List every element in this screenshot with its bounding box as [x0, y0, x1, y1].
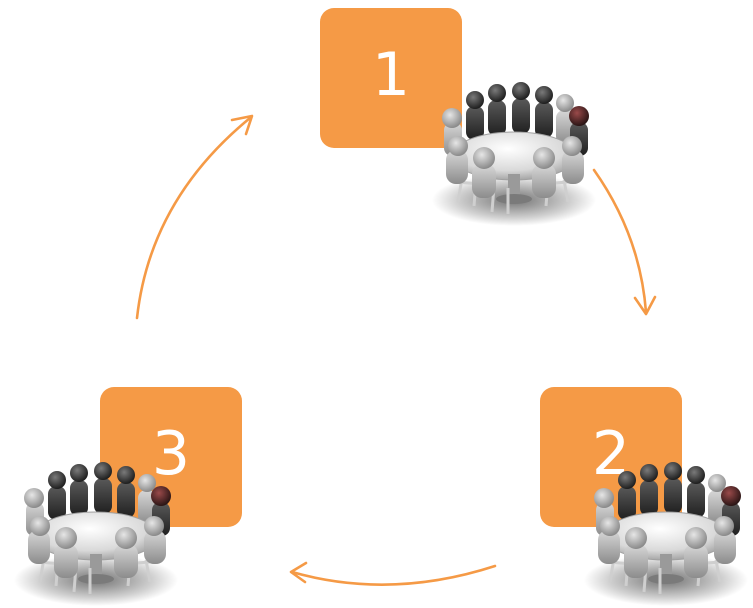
- round-table-meeting-icon: [12, 460, 180, 608]
- step-1-number: 1: [371, 40, 411, 110]
- round-table-meeting-icon: [582, 460, 750, 608]
- step-3-number: 3: [151, 419, 191, 489]
- arrow-3-to-1-icon: [135, 116, 252, 320]
- arrow-1-to-2-icon: [592, 168, 648, 314]
- arrow-3-to-1-head-icon: [230, 114, 254, 136]
- round-table-meeting-icon: [430, 80, 598, 228]
- arrow-1-to-2-head-icon: [633, 295, 657, 316]
- arrow-2-to-3-icon: [290, 564, 497, 586]
- arrow-2-to-3-head-icon: [289, 561, 308, 584]
- step-1-box: 1: [320, 8, 462, 148]
